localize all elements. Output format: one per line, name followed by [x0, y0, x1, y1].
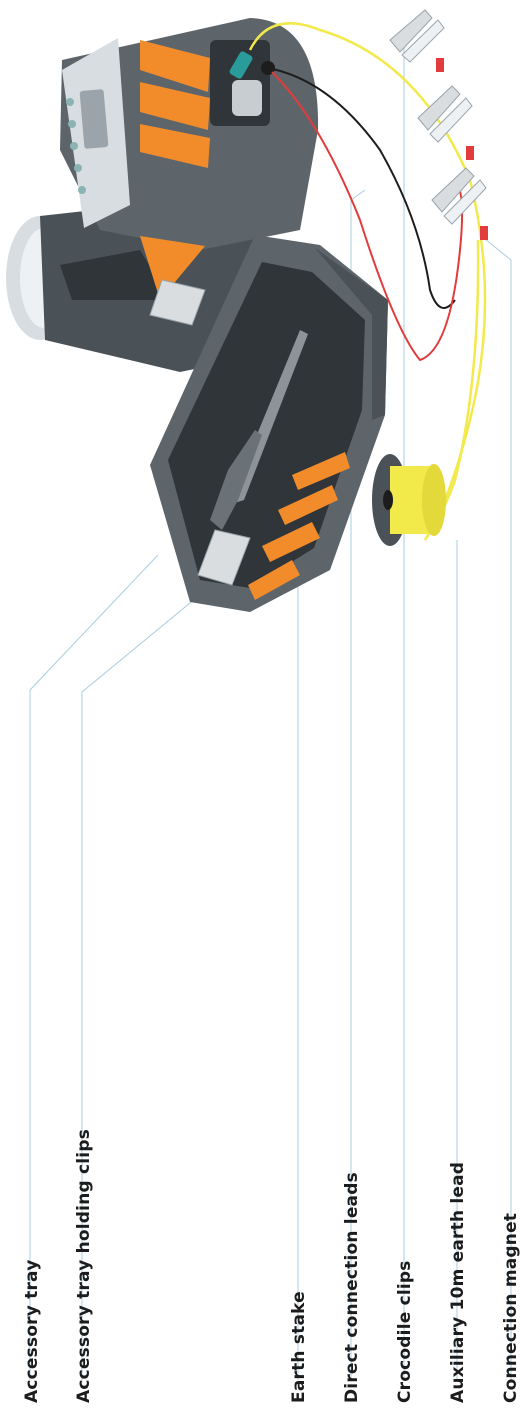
reel-front-flange: [422, 464, 446, 536]
auxiliary-earth-lead-reel: [372, 454, 446, 546]
label-direct-connection-leads: Direct connection leads: [342, 1172, 362, 1403]
reel-hub: [383, 490, 393, 510]
leader-holding-clips: [82, 570, 230, 1380]
device-button: [78, 186, 86, 194]
label-crocodile-clips: Crocodile clips: [395, 1260, 415, 1403]
label-earth-stake-wrap: Earth stake: [281, 883, 315, 1403]
accessory-tray-graphic: [150, 235, 388, 612]
label-auxiliary-lead-wrap: Auxiliary 10m earth lead: [440, 883, 474, 1403]
label-connection-magnet: Connection magnet: [501, 1213, 521, 1403]
crocodile-clip: [418, 86, 474, 160]
label-accessory-tray-wrap: Accessory tray: [14, 883, 48, 1403]
label-accessory-tray: Accessory tray: [22, 1260, 42, 1403]
device-display: [80, 89, 109, 149]
device-socket: [232, 80, 262, 116]
device-button: [74, 164, 82, 172]
label-accessory-tray-holding-clips: Accessory tray holding clips: [74, 1129, 94, 1403]
label-earth-stake: Earth stake: [289, 1291, 309, 1403]
label-direct-leads-wrap: Direct connection leads: [334, 883, 368, 1403]
device-button: [70, 142, 78, 150]
label-connection-magnet-wrap: Connection magnet: [493, 883, 521, 1403]
label-auxiliary-earth-lead: Auxiliary 10m earth lead: [448, 1162, 468, 1403]
device-button: [68, 120, 76, 128]
device-button: [66, 98, 74, 106]
crocodile-clips-graphic: [390, 10, 488, 240]
label-crocodile-clips-wrap: Crocodile clips: [387, 883, 421, 1403]
label-holding-clips-wrap: Accessory tray holding clips: [66, 883, 100, 1403]
crocodile-clip: [390, 10, 444, 72]
handle-chevrons: [140, 40, 210, 168]
